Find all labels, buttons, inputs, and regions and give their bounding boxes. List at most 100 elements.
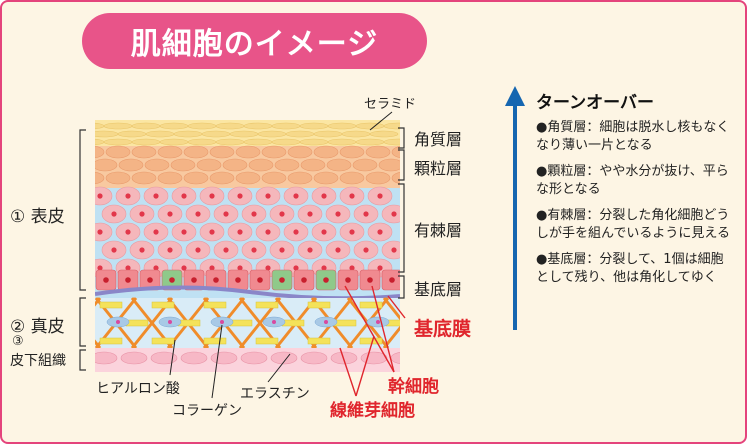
- corneum-flake: [341, 130, 371, 138]
- spinous-nucleus: [335, 247, 341, 253]
- elastin-fiber: [385, 319, 400, 327]
- label-basement-membrane: 基底膜: [414, 318, 472, 340]
- basal-nucleus: [257, 277, 263, 283]
- subcutis-cell: [360, 351, 388, 365]
- corneum-flake: [383, 122, 400, 130]
- spinous-nucleus: [251, 211, 257, 217]
- corneum-flake: [103, 138, 133, 146]
- basal-nucleus: [125, 277, 131, 283]
- granular-cell: [313, 171, 339, 185]
- subcutis-cell: [95, 351, 118, 365]
- granular-cell: [131, 145, 157, 159]
- granular-cells: [95, 145, 400, 185]
- corneum-flake: [243, 138, 273, 146]
- elastin-fiber: [359, 301, 383, 309]
- granular-cell: [300, 158, 326, 172]
- corneum-flake: [271, 122, 301, 130]
- leader-ceramide: [369, 111, 393, 131]
- corneum-flake: [257, 130, 287, 138]
- spinous-nucleus: [279, 247, 285, 253]
- page-title: 肌細胞のイメージ: [82, 13, 427, 69]
- spinous-nucleus: [363, 211, 369, 217]
- granular-cell: [105, 171, 131, 185]
- spinous-nucleus: [237, 193, 243, 199]
- granular-cell: [248, 158, 274, 172]
- label-stratum-corneum: 角質層: [414, 130, 463, 149]
- subcutis-cell: [270, 351, 298, 365]
- label-fibroblast: 線維芽細胞: [330, 401, 415, 421]
- spinous-nucleus: [349, 229, 355, 235]
- leader-elastin: [267, 353, 291, 383]
- spinous-cell: [95, 186, 113, 206]
- spinous-cell: [95, 222, 113, 242]
- spinous-nucleus: [125, 229, 131, 235]
- leader-basement: [387, 295, 406, 319]
- granular-cell: [105, 145, 131, 159]
- granular-cell: [95, 158, 118, 172]
- corneum-flake: [187, 122, 217, 130]
- label-collagen: コラーゲン: [172, 403, 242, 419]
- spinous-nucleus: [307, 211, 313, 217]
- spinous-nucleus: [251, 247, 257, 253]
- basal-nucleus: [169, 277, 175, 283]
- spinous-nucleus: [335, 211, 341, 217]
- granular-cell: [391, 172, 400, 184]
- basal-nucleus: [147, 277, 153, 283]
- elastin-fiber: [99, 337, 123, 345]
- spinous-nucleus: [97, 265, 103, 271]
- bracket-granular: [398, 149, 405, 181]
- basal-nucleus: [191, 277, 197, 283]
- corneum-flake: [95, 130, 119, 138]
- granular-cell: [287, 171, 313, 185]
- bracket-epidermis: [79, 129, 86, 291]
- granular-cell: [183, 171, 209, 185]
- elastin-fiber: [203, 301, 227, 309]
- spinous-nucleus: [223, 211, 229, 217]
- spinous-nucleus: [125, 265, 131, 271]
- granular-cell: [95, 145, 105, 159]
- granular-cell: [274, 158, 300, 172]
- leader-stem-1: [344, 285, 395, 373]
- spinous-nucleus: [223, 247, 229, 253]
- corneum-flake: [131, 138, 161, 146]
- spinous-nucleus: [209, 193, 215, 199]
- side-label-subcutis: 皮下組織: [10, 353, 66, 369]
- bracket-dermis: [79, 297, 86, 347]
- subcutis-cell: [180, 351, 208, 365]
- elastin-fiber: [229, 319, 253, 327]
- spinous-nucleus: [377, 193, 383, 199]
- turnover-note-granular: ●顆粒層：やや水分が抜け、平らな形となる: [536, 164, 729, 197]
- spinous-nucleus: [139, 247, 145, 253]
- granular-cell: [170, 158, 196, 172]
- leader-collagen: [211, 324, 223, 399]
- spinous-nucleus: [265, 193, 271, 199]
- elastin-fiber: [281, 319, 305, 327]
- spinous-cells: [95, 186, 400, 278]
- basal-nucleus: [301, 277, 307, 283]
- granular-cell: [95, 171, 105, 185]
- corneum-flake: [355, 138, 385, 146]
- corneum-flake: [215, 122, 245, 130]
- basal-nucleus: [367, 277, 373, 283]
- turnover-note-corneum: ●角質層：細胞は脱水し核もなくなり薄い一片となる: [536, 120, 730, 153]
- spinous-nucleus: [321, 193, 327, 199]
- label-stratum-granulosum: 顆粒層: [414, 159, 463, 178]
- turnover-arrow-head: [505, 86, 525, 106]
- corneum-flake: [327, 122, 357, 130]
- granular-cell: [183, 145, 209, 159]
- elastin-fiber: [307, 337, 331, 345]
- label-hyaluronic-acid: ヒアルロン酸: [96, 381, 180, 397]
- corneum-flake: [201, 130, 231, 138]
- granular-cell: [391, 146, 400, 158]
- granular-cell: [157, 171, 183, 185]
- subcutis-cell: [150, 351, 178, 365]
- granular-cell: [365, 145, 391, 159]
- elastin-fiber: [99, 301, 123, 309]
- spinous-nucleus: [349, 265, 355, 271]
- elastin-fiber: [125, 319, 149, 327]
- label-stratum-basale: 基底層: [414, 280, 463, 299]
- spinous-cell: [381, 204, 400, 224]
- label-stem-cell: 幹細胞: [388, 377, 439, 397]
- subcutis-cell: [300, 351, 328, 365]
- bracket-basal: [398, 275, 405, 299]
